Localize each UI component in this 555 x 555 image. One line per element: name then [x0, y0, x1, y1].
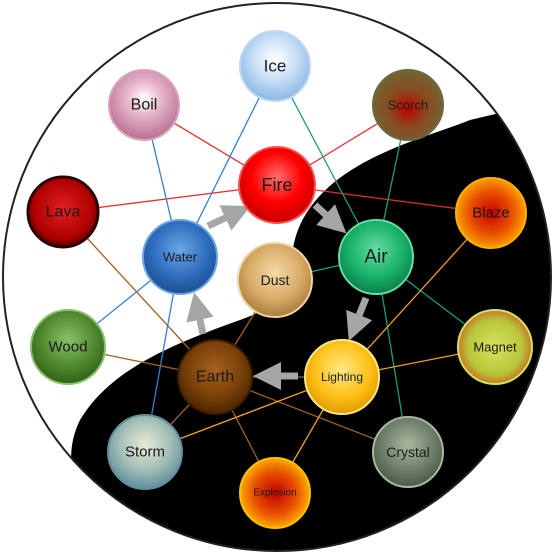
node-storm[interactable]: Storm	[107, 414, 183, 490]
storm-circle	[107, 414, 183, 490]
earth-circle	[177, 339, 253, 415]
node-magnet[interactable]: Magnet	[457, 309, 533, 385]
node-dust[interactable]: Dust	[237, 242, 313, 318]
explosion-label: Explosion	[253, 488, 296, 499]
node-water[interactable]: Water	[142, 219, 218, 295]
earth-label: Earth	[196, 369, 234, 386]
scorch-label: Scorch	[388, 98, 428, 113]
fire-circle	[238, 146, 316, 224]
node-blaze[interactable]: Blaze	[455, 177, 527, 249]
lighting-circle	[304, 339, 380, 415]
node-air[interactable]: Air	[338, 219, 414, 295]
wood-label: Wood	[49, 339, 88, 356]
water-circle	[142, 219, 218, 295]
node-scorch[interactable]: Scorch	[372, 69, 444, 141]
crystal-label: Crystal	[386, 444, 430, 460]
node-crystal[interactable]: Crystal	[372, 416, 444, 488]
ice-circle	[239, 30, 311, 102]
blaze-label: Blaze	[472, 205, 510, 222]
lava-label: Lava	[46, 204, 81, 221]
arrow-earth-to-water	[186, 292, 214, 335]
node-fire[interactable]: Fire	[238, 146, 316, 224]
boil-circle	[108, 69, 180, 141]
magnet-circle	[457, 309, 533, 385]
storm-label: Storm	[125, 444, 165, 461]
arrow-water-to-fire	[206, 205, 251, 231]
wood-circle	[30, 309, 106, 385]
node-explosion[interactable]: Explosion	[239, 457, 311, 529]
node-earth[interactable]: Earth	[177, 339, 253, 415]
explosion-circle	[239, 457, 311, 529]
dust-label: Dust	[261, 272, 290, 288]
node-wood[interactable]: Wood	[30, 309, 106, 385]
node-lava[interactable]: Lava	[26, 175, 100, 249]
magnet-label: Magnet	[473, 340, 517, 355]
boil-label: Boil	[131, 97, 158, 114]
node-lighting[interactable]: Lighting	[304, 339, 380, 415]
node-ice[interactable]: Ice	[239, 30, 311, 102]
lighting-label: Lighting	[321, 370, 363, 384]
arrow-air-to-lighting	[346, 296, 373, 341]
blaze-circle	[455, 177, 527, 249]
dust-circle	[237, 242, 313, 318]
node-boil[interactable]: Boil	[108, 69, 180, 141]
cycle-arrows	[186, 202, 373, 390]
crystal-circle	[372, 416, 444, 488]
nodes: Ice Boil Scorch Fire Lava Blaze Water A	[26, 30, 533, 529]
arrow-fire-to-air	[312, 202, 347, 234]
lava-circle	[26, 175, 100, 249]
air-circle	[338, 219, 414, 295]
scorch-circle	[372, 69, 444, 141]
water-label: Water	[163, 250, 198, 265]
fire-label: Fire	[262, 175, 293, 195]
air-label: Air	[364, 247, 388, 268]
ice-label: Ice	[264, 57, 287, 76]
